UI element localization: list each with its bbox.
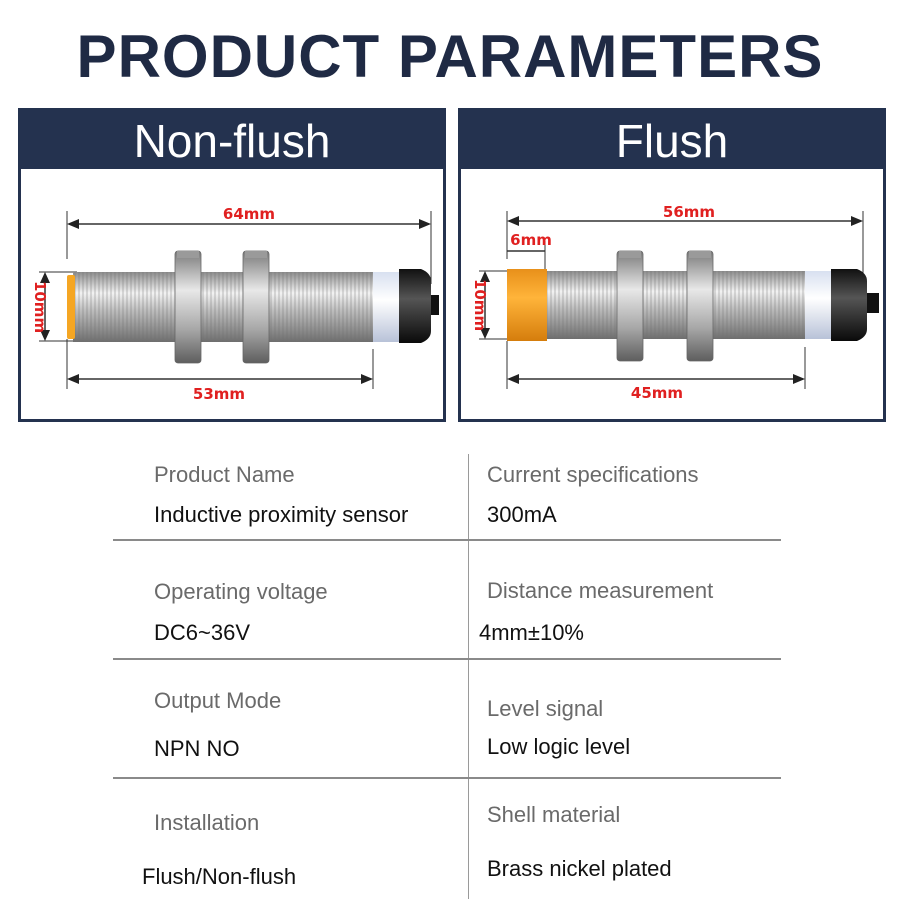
flush-header: Flush xyxy=(461,111,883,169)
spec-label-level-signal: Level signal xyxy=(487,696,604,721)
flush-diameter: 10mm xyxy=(471,279,489,331)
nonflush-body-length: 53mm xyxy=(193,385,245,403)
spec-label-product-name: Product Name xyxy=(154,462,295,487)
table-column-divider xyxy=(468,454,469,899)
spec-label-installation: Installation xyxy=(154,810,260,835)
spec-label-output-mode: Output Mode xyxy=(154,688,282,713)
spec-value-output-mode: NPN NO xyxy=(154,736,240,761)
flush-sensor-diagram: 56mm 6mm 10mm xyxy=(471,203,879,402)
table-row-divider xyxy=(113,777,781,779)
spec-value-current: 300mA xyxy=(487,502,557,527)
spec-value-distance: 4mm±10% xyxy=(479,620,584,645)
spec-label-current: Current specifications xyxy=(487,462,699,487)
table-row-divider xyxy=(113,658,781,660)
nonflush-panel: Non-flush xyxy=(18,108,446,422)
nonflush-header: Non-flush xyxy=(21,111,443,169)
flush-panel: Flush xyxy=(458,108,886,422)
table-row-divider xyxy=(113,539,781,541)
flush-body-length: 45mm xyxy=(631,384,683,402)
nonflush-sensor-diagram: 64mm 10mm xyxy=(31,205,439,403)
flush-diagram: 56mm 6mm 10mm xyxy=(461,169,883,419)
spec-table: Product Name Inductive proximity sensor … xyxy=(0,440,900,900)
page-title: PRODUCT PARAMETERS xyxy=(76,23,824,90)
flush-tip-length: 6mm xyxy=(510,231,552,249)
nonflush-diagram: 64mm 10mm xyxy=(21,169,443,419)
spec-value-installation: Flush/Non-flush xyxy=(142,864,297,889)
flush-total-length: 56mm xyxy=(663,203,715,221)
spec-value-product-name: Inductive proximity sensor xyxy=(154,502,409,527)
spec-value-voltage: DC6~36V xyxy=(154,620,251,645)
spec-value-level-signal: Low logic level xyxy=(487,734,631,759)
nonflush-diameter: 10mm xyxy=(31,281,49,333)
spec-label-distance: Distance measurement xyxy=(487,578,714,603)
spec-label-voltage: Operating voltage xyxy=(154,579,328,604)
spec-value-shell-material: Brass nickel plated xyxy=(487,856,672,881)
nonflush-total-length: 64mm xyxy=(223,205,275,223)
spec-label-shell-material: Shell material xyxy=(487,802,621,827)
